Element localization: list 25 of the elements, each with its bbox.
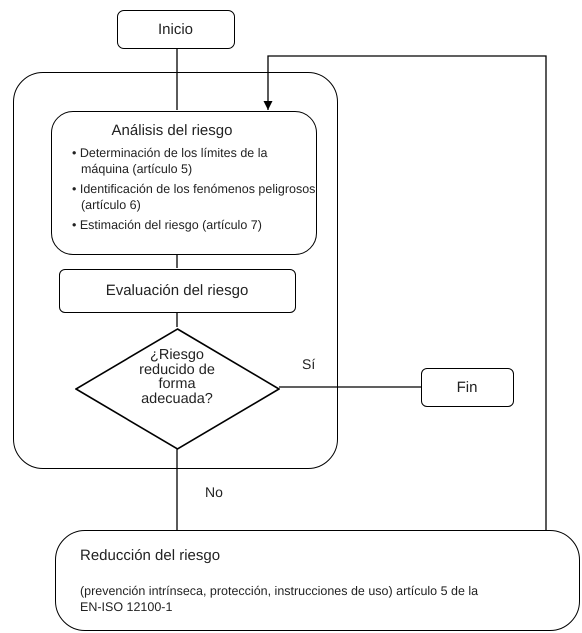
node-label: Reducción del riesgo (80, 547, 222, 566)
group-container (13, 72, 338, 469)
process-box (55, 530, 580, 631)
node-text: • Identificación de los fenómenos peligrosos (artículo 6) (72, 182, 316, 214)
process-box (51, 111, 317, 255)
node-label: Análisis del riesgo (110, 122, 234, 141)
connector-line (176, 49, 178, 110)
connector-line (176, 449, 178, 530)
node-label: Fin (456, 379, 478, 398)
connector-line (176, 254, 178, 268)
node-text: • Estimación del riesgo (artículo 7) (72, 218, 263, 234)
node-text: • Determinación de los límites de la máquina (artículo 5) (72, 146, 268, 178)
node-text: (prevención intrínseca, protección, instrucciones de uso) artículo 5 de la EN-ISO 12100-1 (80, 584, 480, 616)
end-box (421, 368, 514, 407)
connector-line (176, 312, 178, 327)
decision-diamond (75, 328, 280, 450)
start-box (117, 10, 235, 49)
edge-label: Sí (300, 357, 318, 371)
node-label: Evaluación del riesgo (104, 282, 250, 301)
connector-line (279, 386, 421, 388)
node-label: Inicio (156, 21, 194, 40)
process-box (59, 269, 296, 313)
node-label: ¿Riesgo reducido de forma adecuada? (138, 348, 216, 406)
arrow (264, 55, 547, 530)
edge-label: No (203, 485, 225, 499)
